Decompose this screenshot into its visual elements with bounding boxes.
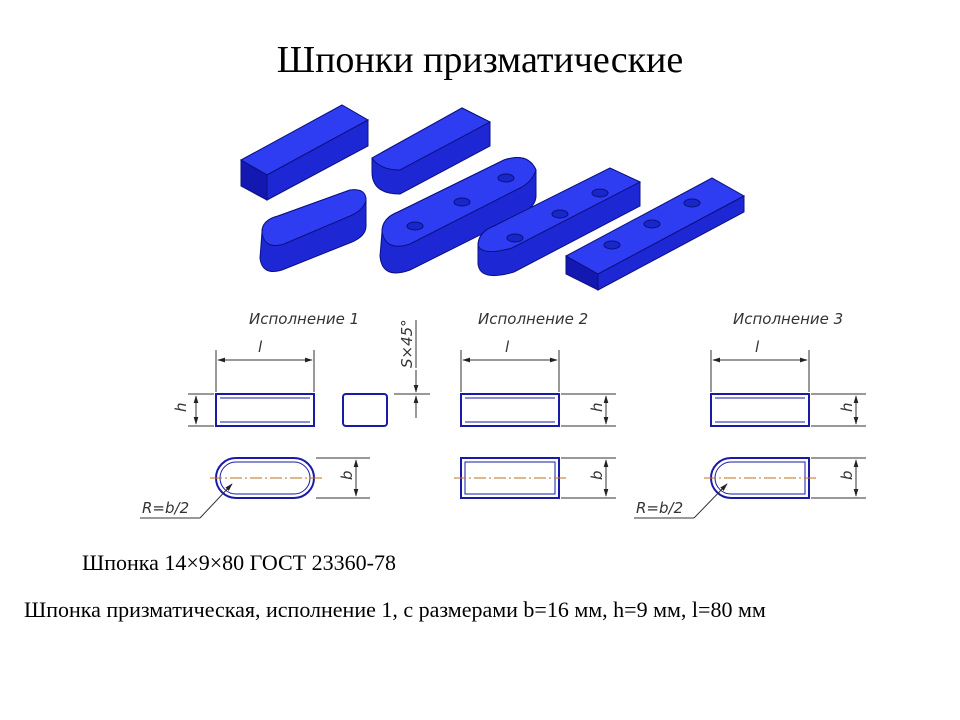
variant-3-dim-h: h [838, 402, 856, 412]
variant-1-dim-h: h [172, 402, 190, 412]
variant-3-label: Исполнение 3 [733, 310, 843, 328]
key-3d-rounded-holes [379, 157, 537, 274]
variant-2-dim-l: l [505, 338, 510, 356]
variant-1-dim-b: b [338, 470, 356, 480]
key-3d-one-rounded [371, 107, 492, 195]
keys-3d-illustration [239, 104, 746, 291]
variant-1-dim-l: l [258, 338, 263, 356]
key-designation: Шпонка 14×9×80 ГОСТ 23360-78 [82, 550, 396, 575]
key-3d-square [239, 104, 370, 201]
variant-3-dim-l: l [755, 338, 760, 356]
variant-2-label: Исполнение 2 [478, 310, 588, 328]
variant-3-drawing: Исполнение 3 l h b R=b/2 [634, 310, 866, 519]
chamfer-label: S×45° [398, 319, 416, 368]
variant-2-drawing: Исполнение 2 l h b [454, 310, 616, 499]
variant-1-drawing: Исполнение 1 l h b R=b/2 [140, 310, 370, 519]
page-title: Шпонки призматические [276, 39, 684, 81]
variant-2-dim-h: h [588, 402, 606, 412]
variant-1-label: Исполнение 1 [249, 310, 359, 328]
key-3d-square-holes [564, 177, 746, 291]
variant-2-dim-b: b [588, 470, 606, 480]
variant-1-radius: R=b/2 [142, 499, 189, 517]
variant-3-radius: R=b/2 [636, 499, 683, 517]
key-description: Шпонка призматическая, исполнение 1, с р… [24, 597, 766, 622]
variant-3-dim-b: b [838, 470, 856, 480]
key-3d-rounded [259, 189, 367, 272]
key-3d-one-rounded-holes [477, 167, 642, 277]
chamfer-section: S×45° [342, 319, 430, 427]
